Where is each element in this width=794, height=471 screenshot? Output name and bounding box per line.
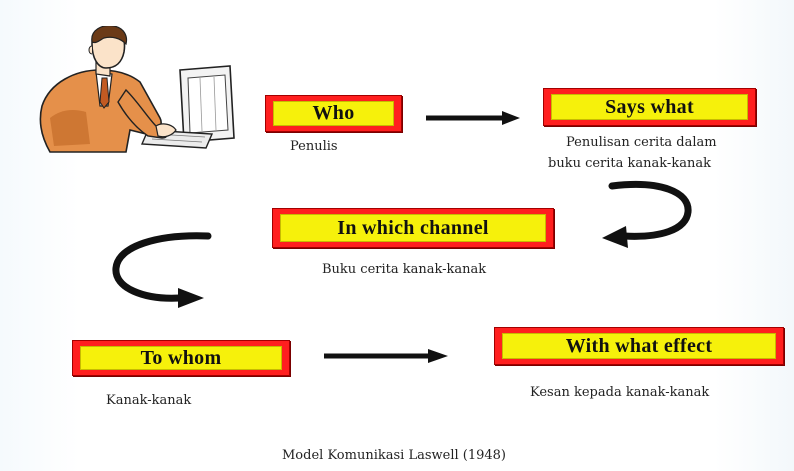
figure-caption: Model Komunikasi Laswell (1948)	[282, 448, 507, 463]
channel-label: In which channel	[280, 214, 546, 242]
says-what-caption-line1: Penulisan cerita dalam	[566, 135, 717, 150]
to-whom-label: To whom	[80, 346, 282, 370]
who-caption: Penulis	[290, 139, 338, 154]
channel-box: In which channel	[272, 208, 554, 248]
curved-arrow-icon	[602, 180, 692, 248]
arrow-right-icon	[426, 111, 520, 125]
effect-caption: Kesan kepada kanak-kanak	[530, 385, 710, 400]
who-box: Who	[265, 95, 402, 132]
to-whom-caption: Kanak-kanak	[106, 393, 192, 408]
effect-label: With what effect	[502, 333, 776, 359]
curved-arrow-icon	[112, 232, 212, 308]
to-whom-box: To whom	[72, 340, 290, 376]
effect-box: With what effect	[494, 327, 784, 365]
says-what-box: Says what	[543, 88, 756, 126]
says-what-caption-line2: buku cerita kanak-kanak	[548, 156, 711, 171]
who-label: Who	[273, 101, 394, 126]
says-what-label: Says what	[551, 94, 748, 120]
arrow-right-icon	[324, 349, 448, 363]
channel-caption: Buku cerita kanak-kanak	[322, 262, 487, 277]
person-at-computer-icon	[39, 26, 235, 153]
